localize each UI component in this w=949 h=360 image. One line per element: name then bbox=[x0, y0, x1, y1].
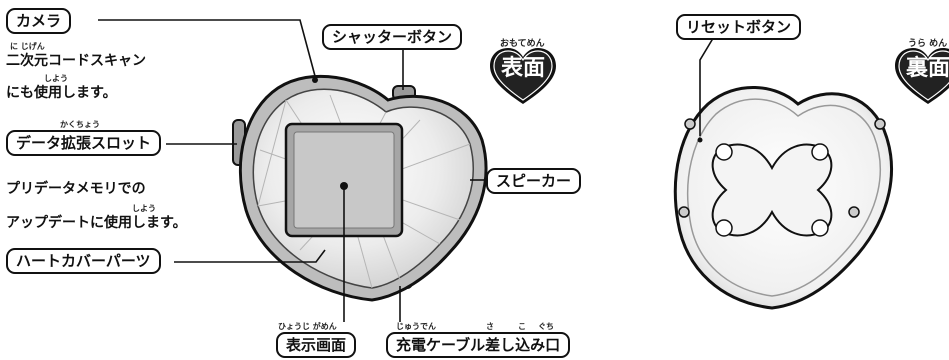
kakuchou-ruby: かくちょう bbox=[60, 120, 100, 129]
back-badge-text: 裏面 bbox=[905, 56, 949, 81]
camera-note-line1: 二次元コードスキャン bbox=[6, 53, 146, 69]
back-badge-ruby: うら めん bbox=[908, 39, 948, 49]
camera-lens bbox=[312, 77, 318, 83]
sa-ruby: さ bbox=[486, 322, 494, 331]
back-heart-rim bbox=[687, 98, 881, 297]
back-badge bbox=[895, 48, 949, 104]
shiyou-ruby-2: しよう bbox=[132, 204, 156, 213]
juuden-ruby: じゅうでん bbox=[396, 322, 436, 331]
shutter-button-label: シャッターボタン bbox=[322, 24, 463, 50]
reset-leader-line bbox=[699, 29, 719, 136]
speaker-label: スピーカー bbox=[486, 168, 582, 194]
hyouji-gamen-ruby: ひょうじ がめん bbox=[278, 322, 337, 331]
reset-button-label: リセットボタン bbox=[676, 14, 802, 40]
slot-note-line1: プリデータメモリでの bbox=[6, 181, 146, 197]
heart-cover-label: ハートカバーパーツ bbox=[6, 248, 161, 274]
front-badge-ruby: おもてめん bbox=[500, 39, 545, 49]
nijigen-ruby: に じげん bbox=[10, 42, 45, 51]
slot-note-line2: アップデートに使用します。 bbox=[6, 215, 187, 231]
camera-note-line2: にも使用します。 bbox=[6, 85, 117, 101]
display-label: 表示画面 bbox=[276, 332, 357, 358]
front-device bbox=[98, 19, 488, 322]
reset-hole bbox=[697, 137, 703, 143]
front-badge-text: 表面 bbox=[500, 56, 545, 81]
cover-screw-holes bbox=[715, 143, 829, 237]
front-leader-lines bbox=[98, 19, 484, 322]
back-device bbox=[673, 29, 893, 310]
back-case-screws bbox=[678, 118, 886, 218]
ko-ruby: こ bbox=[518, 322, 526, 331]
guchi-ruby: ぐち bbox=[538, 322, 554, 331]
charging-port-label: 充電ケーブル差し込み口 bbox=[386, 332, 571, 358]
camera-label: カメラ bbox=[6, 8, 72, 34]
front-badge bbox=[490, 48, 556, 104]
display-pointer-dot bbox=[340, 182, 348, 190]
shiyou-ruby-1: しよう bbox=[44, 74, 68, 83]
data-slot-label: データ拡張スロット bbox=[6, 130, 162, 156]
